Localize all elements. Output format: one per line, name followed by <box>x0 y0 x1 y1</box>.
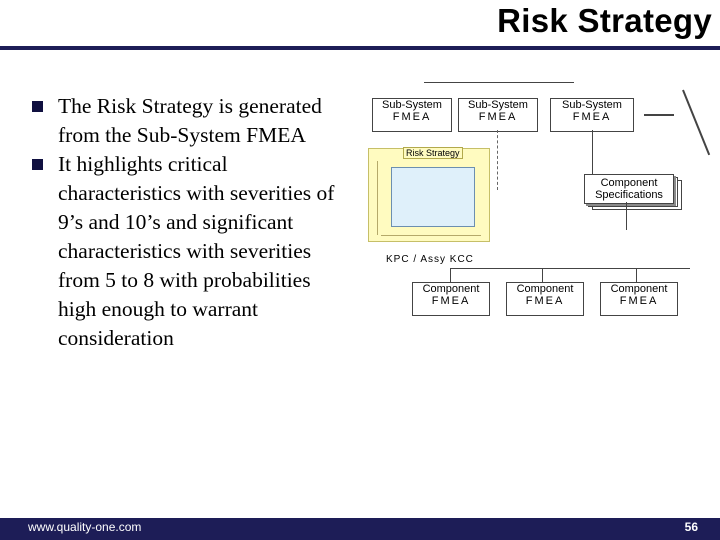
box-label-line1: Sub-System <box>468 99 528 111</box>
title-rule <box>0 46 720 50</box>
box-label-line2: FMEA <box>619 295 659 307</box>
box-label-line1: Component <box>516 283 574 295</box>
kpc-assy-kcc-label: KPC / Assy KCC <box>386 254 474 265</box>
box-label-line2: FMEA <box>572 111 612 123</box>
box-label-line2: FMEA <box>392 111 432 123</box>
box-label-line1: Sub-System <box>382 99 442 111</box>
subsystem-fmea-box: Sub-System FMEA <box>550 98 634 132</box>
bullet-text: The Risk Strategy is generated from the … <box>58 94 322 147</box>
inset-rule <box>377 161 378 235</box>
connector-line <box>626 202 627 230</box>
connector-line <box>592 130 593 174</box>
page-number: 56 <box>684 520 698 534</box>
connector-line <box>424 82 574 83</box>
bullet-item: The Risk Strategy is generated from the … <box>30 92 340 150</box>
box-label-line2: FMEA <box>478 111 518 123</box>
inset-document <box>391 167 475 227</box>
box-label-line2: Specifications <box>595 189 663 201</box>
component-fmea-box: Component FMEA <box>600 282 678 316</box>
bullet-item: It highlights critical characteristics w… <box>30 150 340 353</box>
footer-bar <box>0 518 720 540</box>
component-fmea-box: Component FMEA <box>506 282 584 316</box>
bullet-list: The Risk Strategy is generated from the … <box>30 92 340 353</box>
drop-line <box>450 268 451 282</box>
drop-line <box>636 268 637 282</box>
box-label-line1: Sub-System <box>562 99 622 111</box>
inset-title: Risk Strategy <box>403 147 463 159</box>
slash-line <box>682 89 711 156</box>
square-bullet-icon <box>32 159 43 170</box>
box-label-line1: Component <box>610 283 668 295</box>
dashed-connector <box>497 130 498 190</box>
box-label-line1: Component <box>600 177 658 189</box>
distribution-line <box>450 268 690 269</box>
component-specifications-box: Component Specifications <box>584 174 674 204</box>
subsystem-fmea-box: Sub-System FMEA <box>458 98 538 132</box>
dash-line <box>644 114 674 116</box>
component-fmea-box: Component FMEA <box>412 282 490 316</box>
box-label-line2: FMEA <box>525 295 565 307</box>
slide-title: Risk Strategy <box>497 2 712 39</box>
box-label-line1: Component <box>422 283 480 295</box>
box-label-line2: FMEA <box>431 295 471 307</box>
subsystem-fmea-box: Sub-System FMEA <box>372 98 452 132</box>
risk-strategy-thumbnail: Risk Strategy <box>368 147 490 242</box>
bullet-text: It highlights critical characteristics w… <box>58 152 335 350</box>
square-bullet-icon <box>32 101 43 112</box>
fmea-flow-diagram: Sub-System FMEA Sub-System FMEA Sub-Syst… <box>364 82 711 322</box>
drop-line <box>542 268 543 282</box>
inset-rule <box>381 235 481 236</box>
footer-url: www.quality-one.com <box>28 520 142 534</box>
